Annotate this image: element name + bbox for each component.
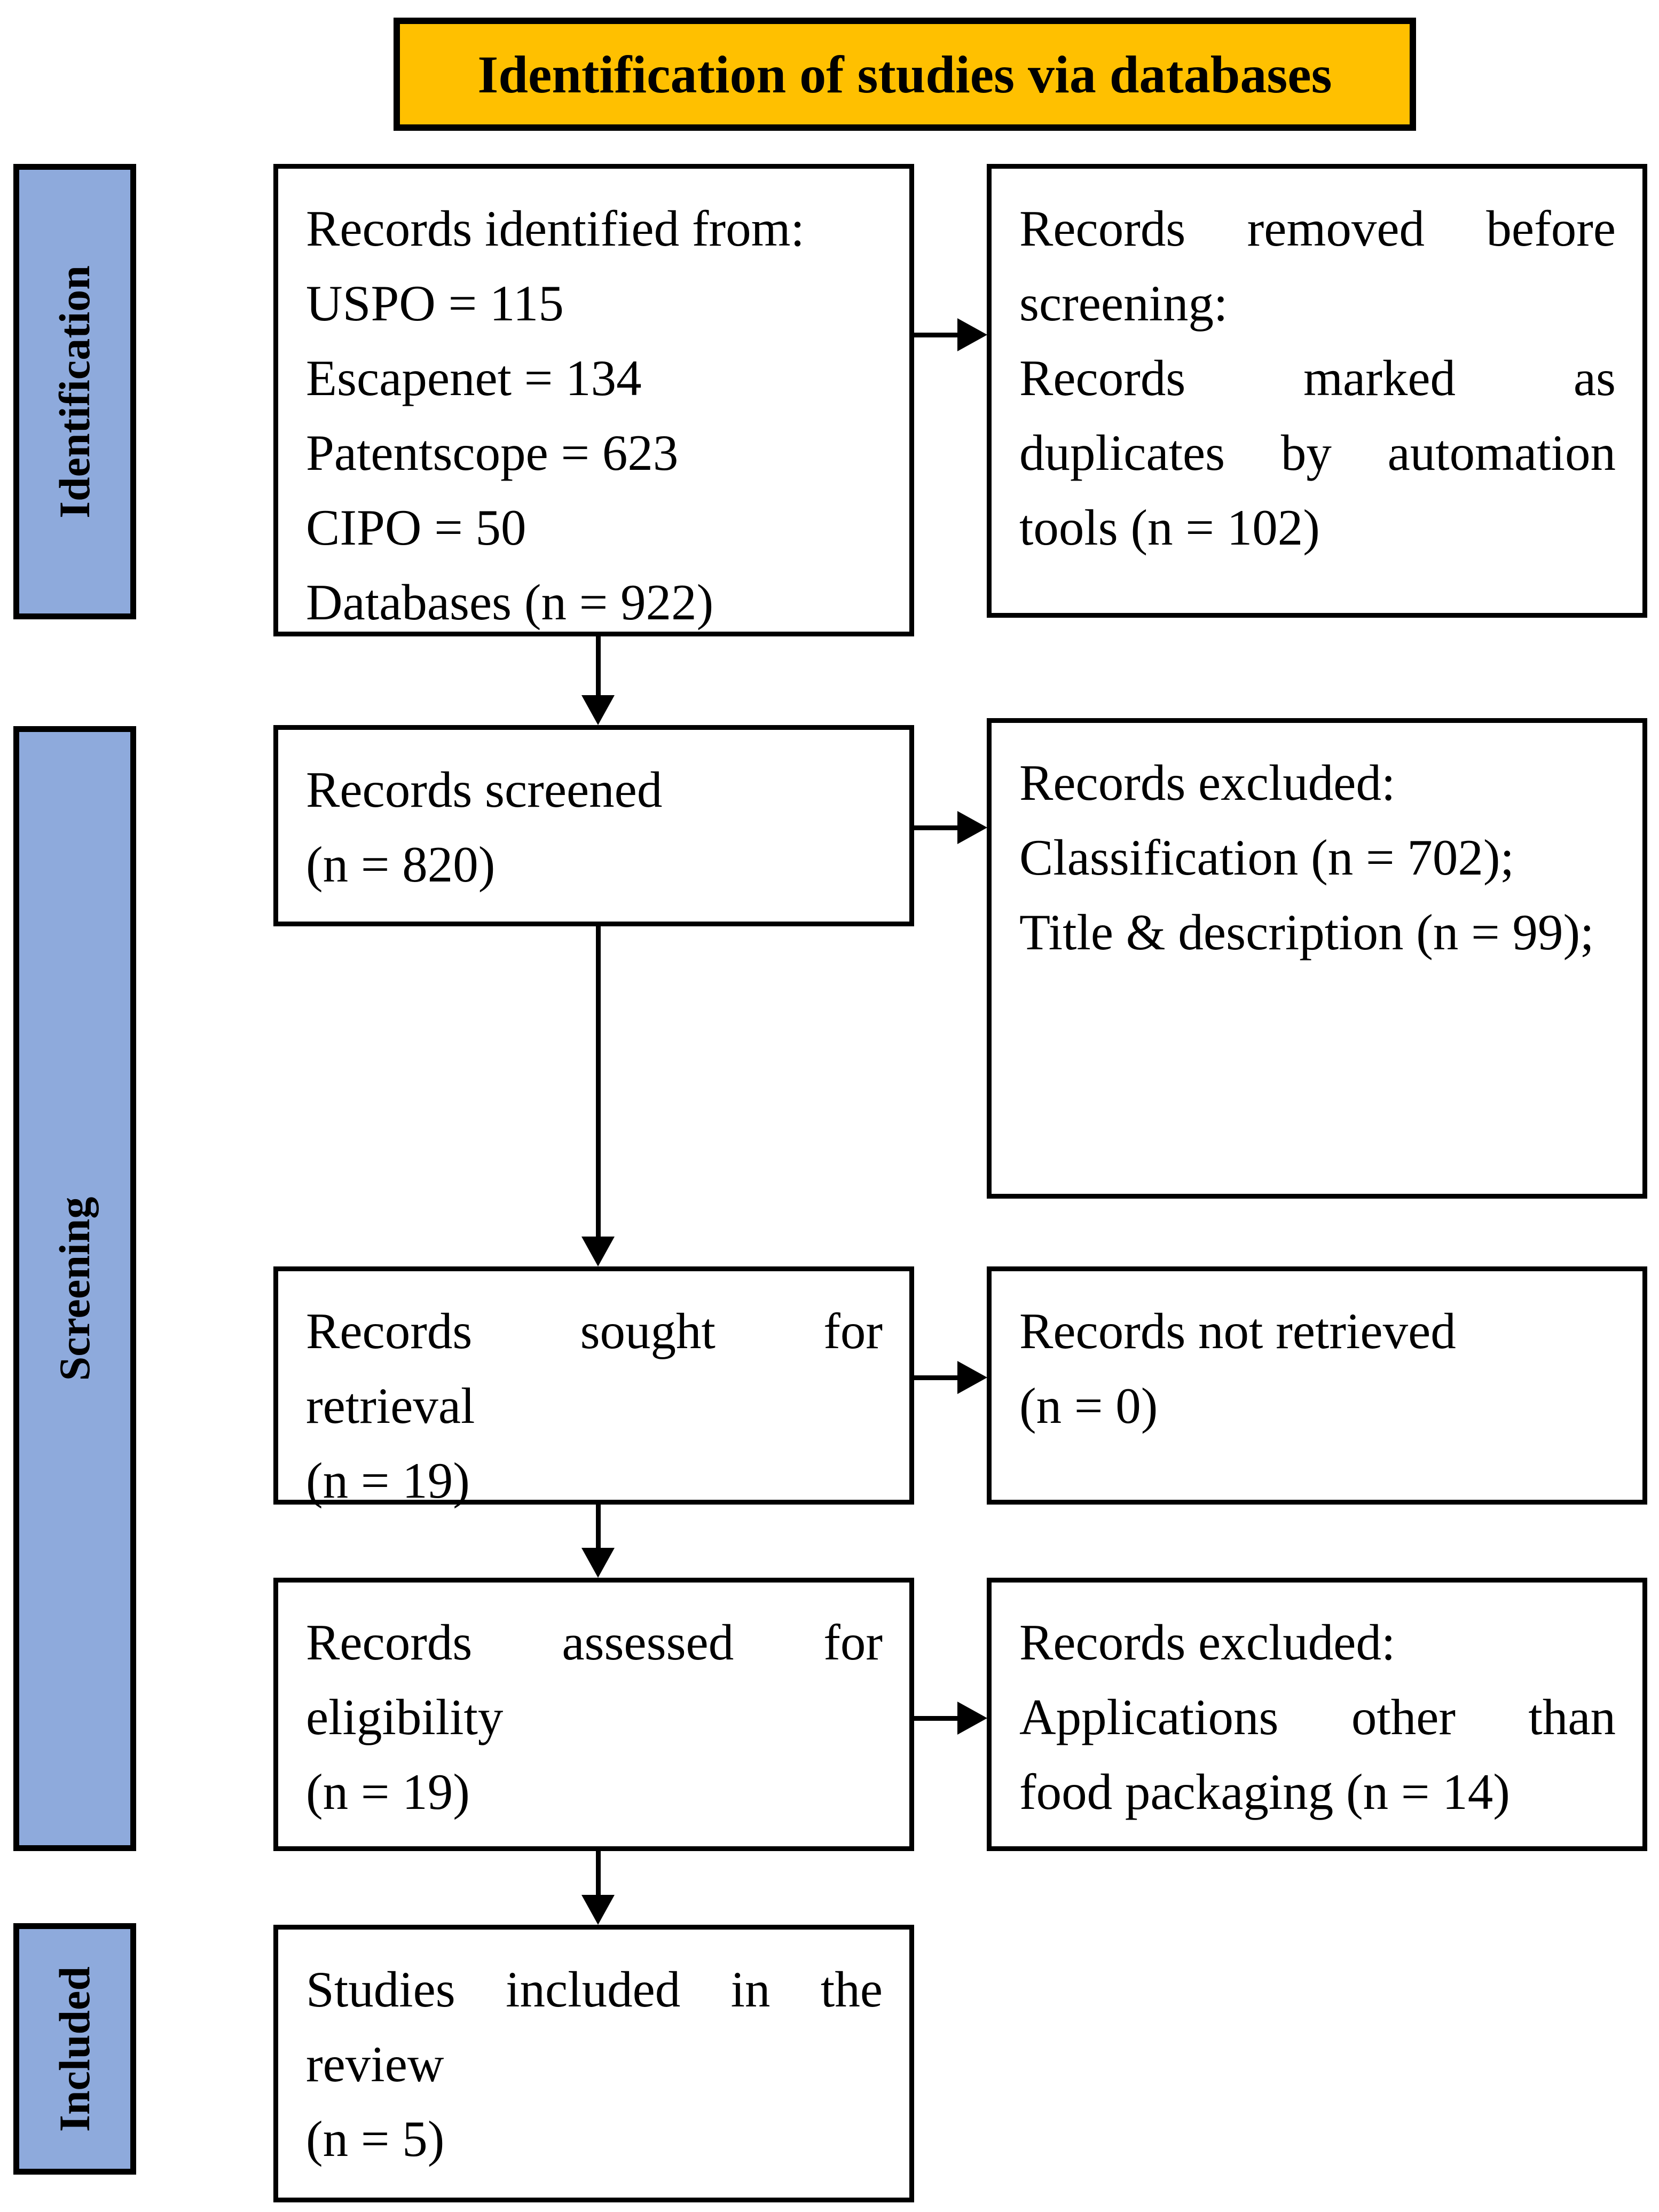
title-banner: Identification of studies via databases — [394, 18, 1416, 131]
box-records-screened: Records screened (n = 820) — [273, 725, 914, 926]
arrow-line — [596, 1505, 601, 1550]
stage-bar-identification: Identification — [13, 164, 136, 619]
arrow-right-icon — [957, 811, 987, 844]
stage-label-included: Included — [50, 1966, 99, 2132]
box-line: (n = 820) — [306, 836, 496, 893]
box-line: Records screened — [306, 761, 663, 818]
box-line: Records sought for — [306, 1303, 883, 1359]
box-line: Records excluded: — [1019, 754, 1396, 811]
box-studies-included: Studies included in the review (n = 5) — [273, 1925, 914, 2202]
box-records-removed: Records removed before screening: Record… — [987, 164, 1647, 618]
box-line: Escapenet = 134 — [306, 350, 642, 406]
stage-bar-included: Included — [13, 1923, 136, 2175]
diagram-title: Identification of studies via databases — [477, 44, 1332, 104]
box-records-not-retrieved: Records not retrieved (n = 0) — [987, 1266, 1647, 1505]
box-line: Records identified from: — [306, 200, 805, 257]
box-records-assessed: Records assessed for eligibility (n = 19… — [273, 1578, 914, 1851]
arrow-line — [596, 926, 601, 1239]
box-line: Studies included in the — [306, 1961, 883, 2018]
stage-bar-screening: Screening — [13, 726, 136, 1851]
arrow-right-icon — [957, 1702, 987, 1735]
arrow-down-icon — [581, 1548, 615, 1578]
arrow-line — [913, 1716, 960, 1721]
box-line: (n = 5) — [306, 2111, 445, 2167]
stage-label-screening: Screening — [50, 1196, 99, 1381]
box-line: Databases (n = 922) — [306, 574, 714, 631]
box-line: CIPO = 50 — [306, 499, 526, 556]
arrow-down-icon — [581, 1895, 615, 1925]
arrow-down-icon — [581, 695, 615, 725]
box-records-sought: Records sought for retrieval (n = 19) — [273, 1266, 914, 1509]
box-line: Records removed before — [1019, 200, 1616, 257]
arrow-right-icon — [957, 1361, 987, 1394]
arrow-down-icon — [581, 1237, 615, 1266]
box-line: Title & description (n = 99); — [1019, 904, 1594, 961]
box-line: retrieval — [306, 1377, 475, 1434]
box-line: eligibility — [306, 1689, 504, 1745]
box-records-excluded-eligibility: Records excluded: Applications other tha… — [987, 1578, 1647, 1851]
stage-label-identification: Identification — [50, 265, 99, 518]
box-line: Records not retrieved — [1019, 1303, 1456, 1359]
arrow-line — [596, 636, 601, 698]
box-records-identified: Records identified from: USPO = 115 Esca… — [273, 164, 914, 636]
box-line: Applications other than — [1019, 1689, 1616, 1745]
box-line: Records assessed for — [306, 1614, 883, 1671]
box-line: screening: — [1019, 275, 1228, 332]
arrow-line — [913, 825, 960, 830]
box-line: duplicates by automation — [1019, 424, 1616, 481]
arrow-right-icon — [957, 318, 987, 351]
box-line: (n = 19) — [306, 1452, 470, 1509]
arrow-line — [596, 1851, 601, 1896]
box-line: (n = 19) — [306, 1764, 470, 1820]
box-line: food packaging (n = 14) — [1019, 1764, 1510, 1820]
box-line: (n = 0) — [1019, 1377, 1158, 1434]
arrow-line — [913, 1375, 960, 1380]
box-line: Patentscope = 623 — [306, 424, 679, 481]
box-line: tools (n = 102) — [1019, 499, 1320, 556]
box-line: Records marked as — [1019, 350, 1616, 406]
box-line: Records excluded: — [1019, 1614, 1396, 1671]
box-line: Classification (n = 702); — [1019, 829, 1514, 886]
box-line: review — [306, 2036, 444, 2092]
box-records-excluded-screening: Records excluded: Classification (n = 70… — [987, 718, 1647, 1199]
arrow-line — [913, 333, 960, 337]
box-line: USPO = 115 — [306, 275, 564, 332]
